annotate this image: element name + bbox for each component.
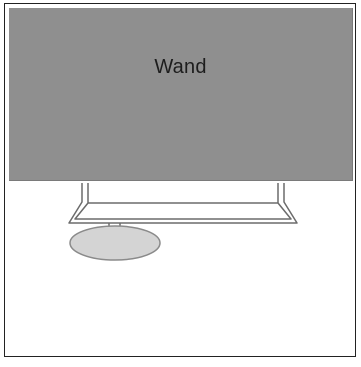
round-base xyxy=(70,226,160,260)
table-outline xyxy=(69,183,297,223)
